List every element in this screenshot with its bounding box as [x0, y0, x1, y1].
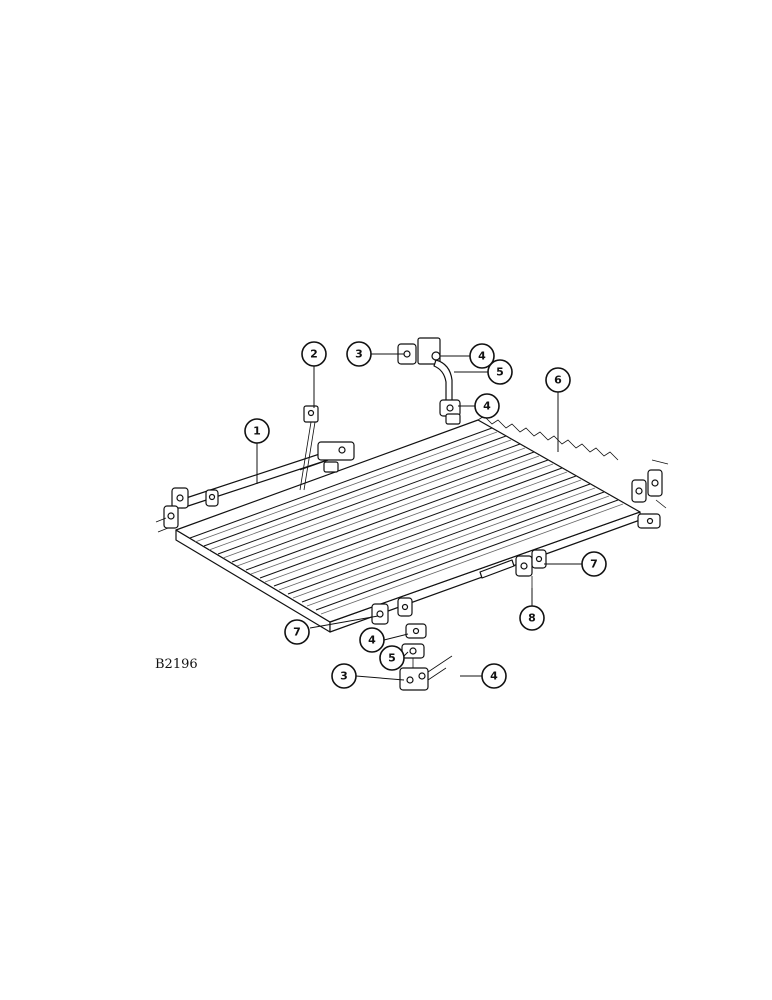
- svg-text:7: 7: [293, 626, 301, 639]
- svg-text:6: 6: [554, 374, 562, 387]
- svg-text:2: 2: [310, 348, 318, 361]
- svg-text:4: 4: [478, 350, 486, 363]
- right-hinge-bracket: [631, 459, 669, 529]
- callout-5-top: 5: [487, 359, 513, 385]
- tray-ribs: [189, 427, 624, 615]
- top-center-bracket-assembly: [397, 337, 461, 425]
- svg-text:1: 1: [253, 425, 261, 438]
- svg-text:5: 5: [496, 366, 504, 379]
- callout-4-upper: 4: [474, 393, 500, 419]
- callout-3-bottom: 3: [331, 663, 357, 689]
- callout-4-top: 4: [469, 343, 495, 369]
- callout-1: 1: [244, 418, 270, 444]
- svg-text:8: 8: [528, 612, 536, 625]
- left-hinge-bracket: [155, 487, 219, 533]
- svg-text:4: 4: [490, 670, 498, 683]
- callout-7-right: 7: [581, 551, 607, 577]
- bottom-bracket-assembly: [399, 643, 453, 691]
- callout-5-bottom: 5: [379, 645, 405, 671]
- drawing-id: B2196: [155, 657, 198, 672]
- svg-text:3: 3: [340, 670, 348, 683]
- leader-lines: [256, 353, 582, 681]
- front-left-bracket: [371, 597, 427, 639]
- callout-3-top: 3: [346, 341, 372, 367]
- svg-text:3: 3: [355, 348, 363, 361]
- upper-left-bracket: [299, 405, 355, 491]
- callout-6: 6: [545, 367, 571, 393]
- callout-8: 8: [519, 605, 545, 631]
- callout-7-left: 7: [284, 619, 310, 645]
- front-right-bracket: [479, 549, 547, 588]
- callout-2: 2: [301, 341, 327, 367]
- svg-text:5: 5: [388, 652, 396, 665]
- callout-4-middle: 4: [359, 627, 385, 653]
- svg-text:7: 7: [590, 558, 598, 571]
- svg-text:4: 4: [483, 400, 491, 413]
- svg-text:4: 4: [368, 634, 376, 647]
- callout-4-bottom: 4: [481, 663, 507, 689]
